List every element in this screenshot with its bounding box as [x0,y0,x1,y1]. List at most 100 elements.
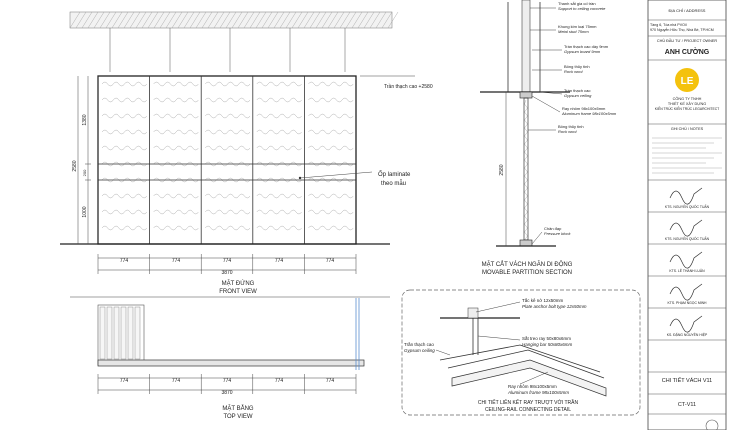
front-view-title: MẶT ĐỨNG [222,280,255,287]
label-en: Aluminum frame 98x100x5mm [561,111,617,116]
leader-line [531,231,543,245]
laminate-texture [256,129,302,135]
signature-mark [669,251,703,269]
label-vn: Bông thủy tinh [558,124,584,129]
hatch-line [381,11,393,29]
hatch-line [261,11,273,29]
laminate-note-line1: Ốp laminate [378,171,411,178]
hatch-line [117,11,129,29]
section-labels: Thanh sắt gia cố trần Support to ceiling… [544,1,617,236]
svg-text:LE: LE [681,76,694,87]
hatch-line [291,11,303,29]
stacked-panel [106,306,113,360]
hatch-line [135,11,147,29]
laminate-texture [308,209,354,215]
front-view: Trần thạch cao +2580 Ốp laminate theo mẫ… [60,11,433,295]
label-en: Rock wool [558,129,577,134]
top-view: 774 774 774 774 774 3870 MẶT BẰNG TOP VI… [70,296,390,420]
hatch-line [147,11,159,29]
laminate-texture [153,97,199,103]
laminate-texture [308,97,354,103]
hatch-line [75,11,87,29]
rail-label-vn: Ray nhôm 98x100x5mm [508,384,557,389]
dim-total: 3870 [221,390,232,396]
dim-height-total: 2580 [72,160,78,171]
rail-section [519,91,533,99]
section-leaders [528,7,563,245]
dim-segment: 774 [172,258,181,264]
laminate-texture [153,225,199,231]
laminate-texture [153,113,199,119]
hatch-line [207,11,219,29]
plate-label-en: Plate anchor bolt type 12x50mm [522,304,587,309]
laminate-texture [308,113,354,119]
laminate-texture [205,209,251,215]
notes-text [652,137,722,174]
dim-segment: 774 [120,378,129,384]
hatch-line [321,11,333,29]
top-view-subtitle: TOP VIEW [223,414,252,420]
notes-label: GHI CHÚ / NOTES [671,126,704,131]
dim-segment: 774 [223,378,232,384]
dim-segment: 774 [275,258,284,264]
dim-height-lower: 1000 [82,206,88,217]
laminate-texture [101,97,147,103]
label-en: Rock wool [564,69,583,74]
signature-mark [669,187,703,205]
hatch-line [81,11,93,29]
laminate-texture [256,145,302,151]
laminate-texture [308,225,354,231]
hatch-line [213,11,225,29]
hatch-line [237,11,249,29]
panel-section [523,97,529,241]
laminate-texture [308,129,354,135]
hatch-line [309,11,321,29]
signature-mark [669,219,703,237]
signer-name: KTS. NGUYỄN QUỐC TUẤN [665,236,710,241]
front-view-subtitle: FRONT VIEW [219,289,257,295]
hatch-line [183,11,195,29]
hatch-line [93,11,105,29]
label-en: Gypsum board 9mm [564,49,601,54]
ceiling-label-en: Gypsum ceiling [404,348,435,353]
laminate-texture [101,145,147,151]
hatch-line [105,11,117,29]
laminate-texture [153,209,199,215]
ceiling-hatch [69,11,399,29]
dim-segment: 774 [326,258,335,264]
hatch-line [231,11,243,29]
hatch-line [111,11,123,29]
laminate-texture [205,193,251,199]
stacked-panel [120,306,127,360]
hatch-line [243,11,255,29]
section-height: 2580 [499,164,505,175]
dim-height-upper: 1380 [82,114,88,125]
label-vn: Trần thạch cao dày 9mm [564,44,609,49]
label-vn: Chân đạp [544,226,562,231]
address-line2: 970 Nguyễn Hữu Thọ, Nhà Bè, TP.HCM [650,27,714,32]
hatch-line [327,11,339,29]
stacked-panel [99,306,106,360]
label-vn: Bông thủy tinh [564,64,590,69]
laminate-texture [308,193,354,199]
hatch-line [285,11,297,29]
company-logo: LE [675,68,699,92]
hatch-line [99,11,111,29]
laminate-texture [256,97,302,103]
laminate-note-line2: theo mẫu [381,180,406,187]
hatch-line [219,11,231,29]
hatch-line [273,11,285,29]
ceiling-level-label: Trần thạch cao +2580 [384,84,433,90]
partition-panels [97,76,354,244]
leader-line [531,95,561,113]
detail-title: CHI TIẾT LIÊN KẾT RAY TRƯỢT VỚI TRẦN [478,398,579,406]
stacked-panel [113,306,120,360]
ceiling-label-vn: Trần thạch cao [404,342,434,347]
hatch-line [195,11,207,29]
hatch-line [141,11,153,29]
hatch-line [315,11,327,29]
hanging-rods [109,28,346,72]
dim-segment: 774 [326,378,335,384]
dim-height-mid: 200 [82,169,87,176]
